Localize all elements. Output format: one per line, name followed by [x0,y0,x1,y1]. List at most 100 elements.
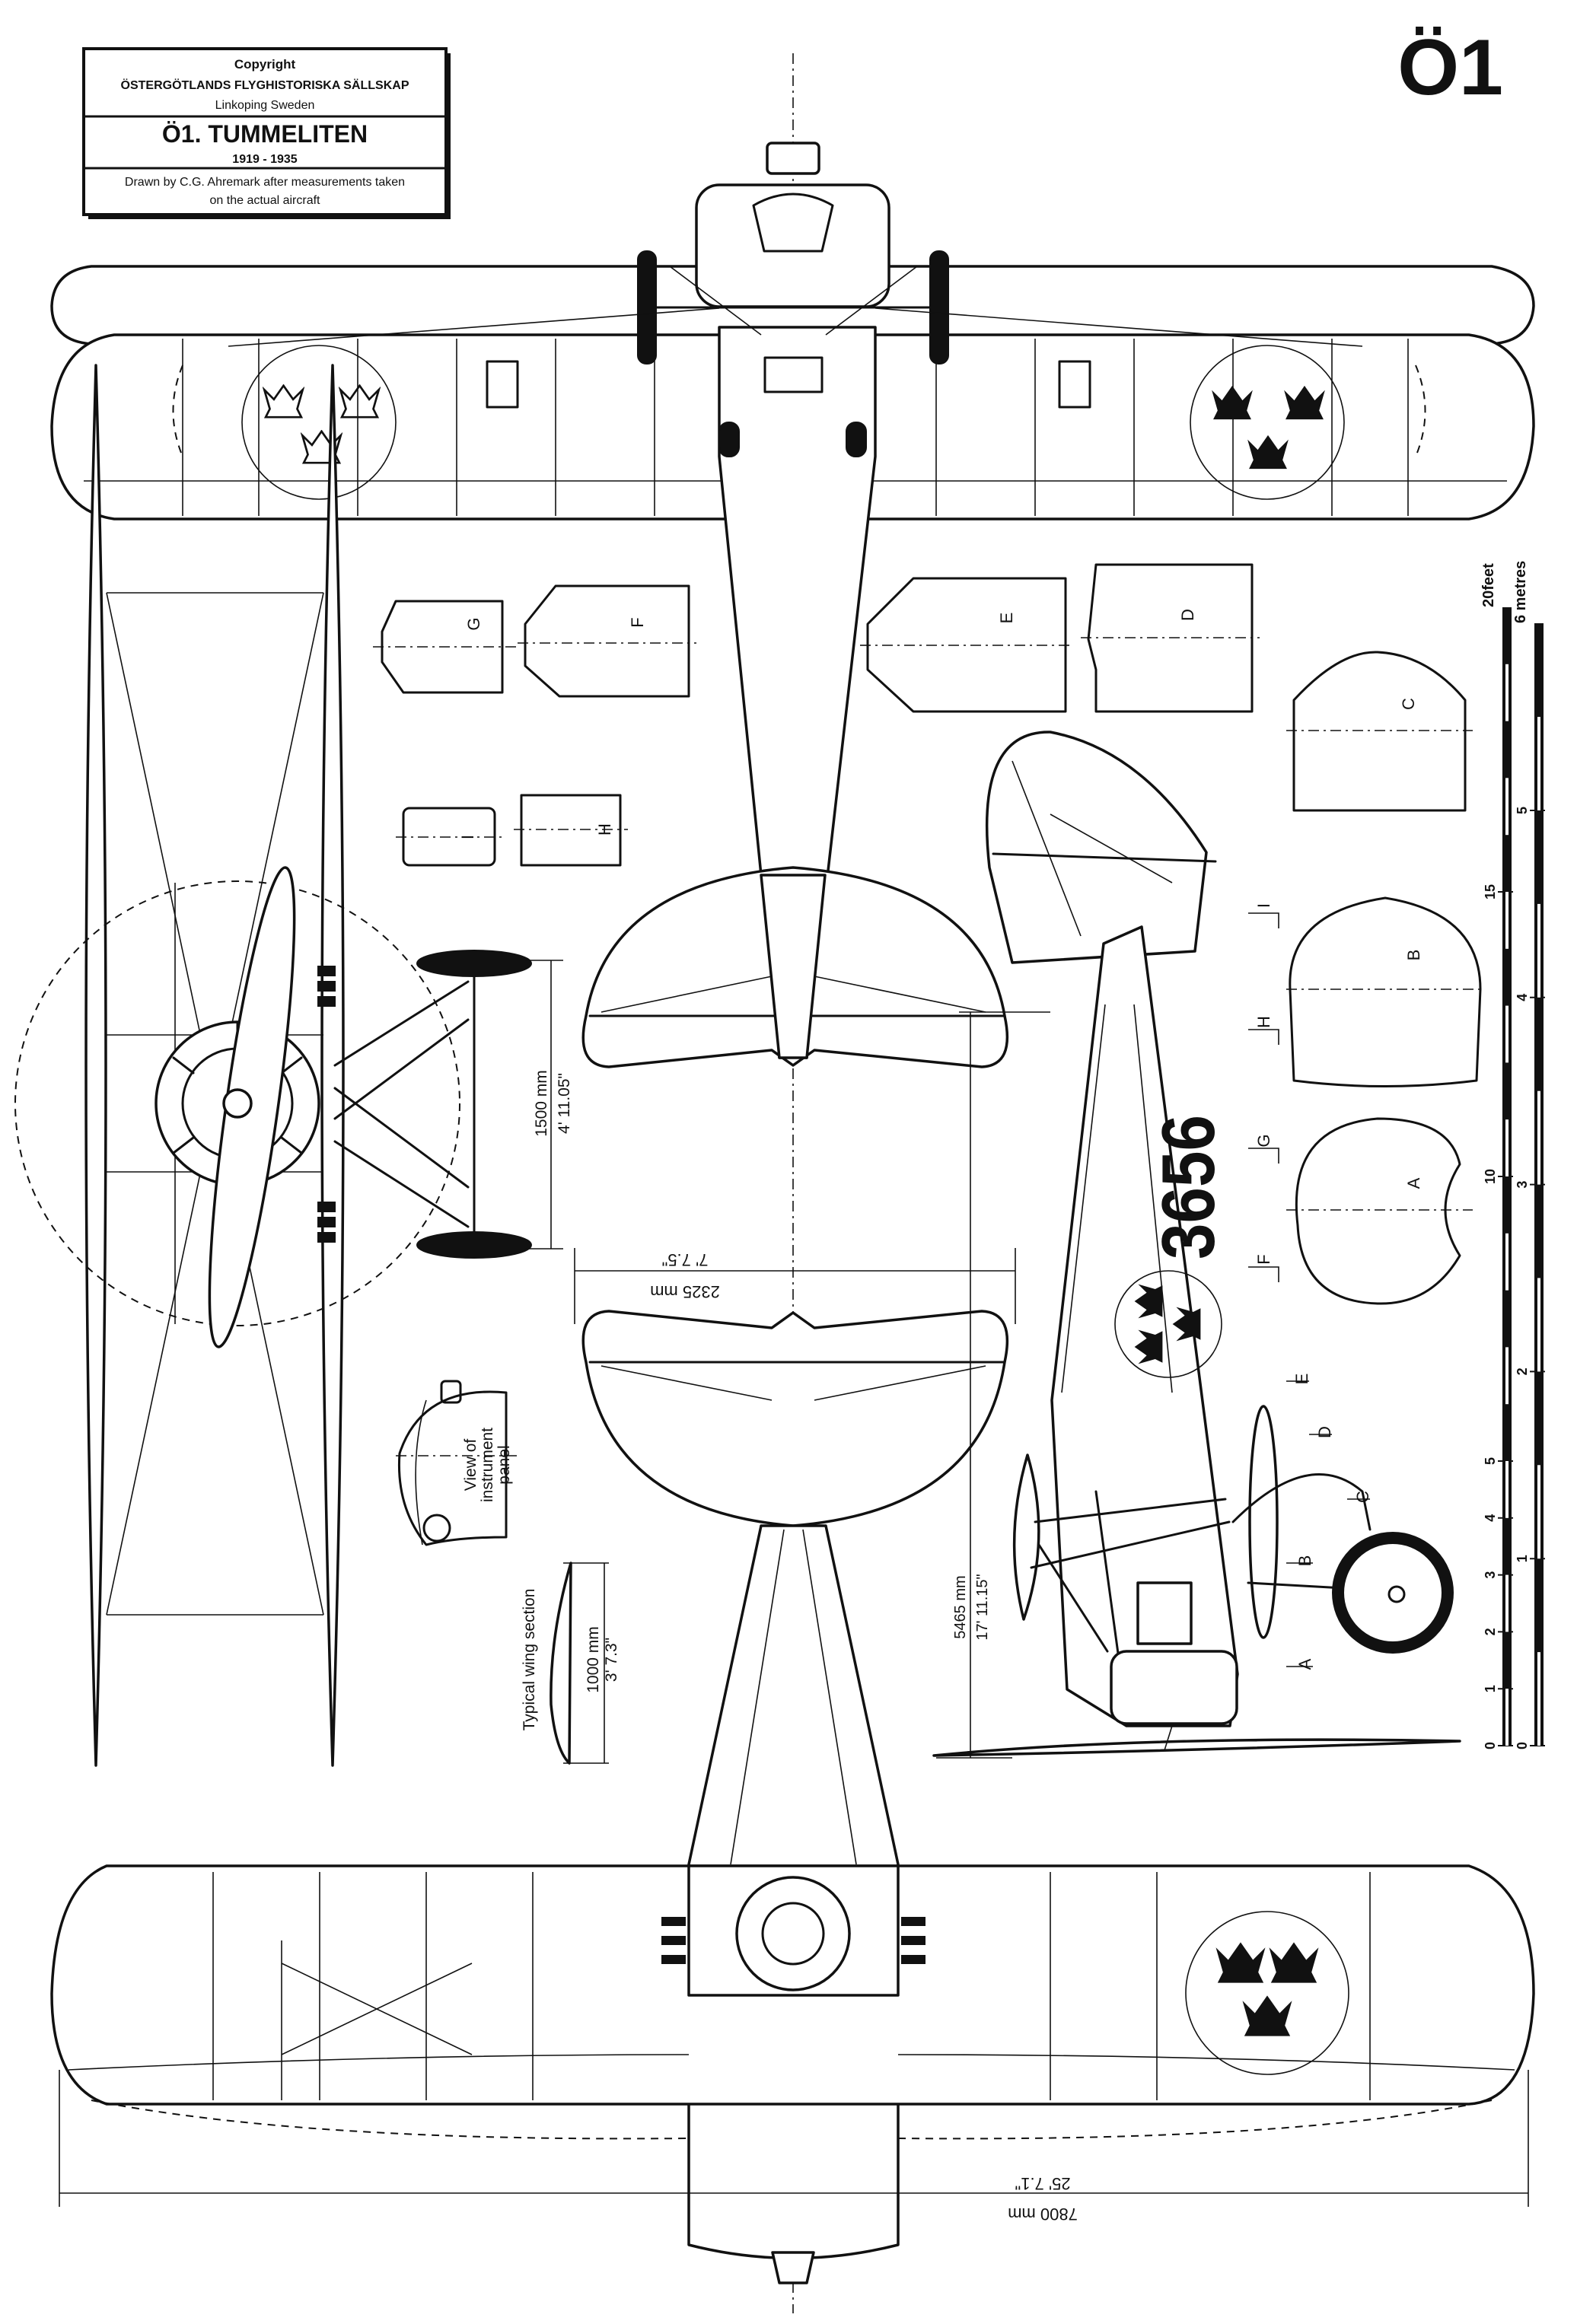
registration-number: 3656 [1146,1115,1230,1259]
side-propeller [1248,1405,1279,1639]
credit-line-1: Drawn by C.G. Ahremark after measurement… [125,176,405,189]
aileron-outline [1415,365,1426,457]
section-label-e: E [997,613,1016,624]
wing-section-view: Typical wing section 1000 mm 3' 7.3" [521,1562,620,1765]
track-mm: 1500 mm [533,1070,550,1137]
society-name: ÖSTERGÖTLANDS FLYGHISTORISKA SÄLLSKAP [121,78,409,92]
length-dimension: 5465 mm 17' 11.15" [936,1011,1050,1759]
service-years: 1919 - 1935 [232,153,298,166]
wing-ribs-underside [212,1872,1371,2100]
section-a [1295,1117,1461,1305]
bracing-wires [228,266,1363,347]
chord-mm: 1000 mm [585,1626,602,1693]
side-wheel [1332,1532,1454,1654]
rudder-fin [985,731,1208,964]
metre-scale-segment [1537,1090,1540,1185]
side-roundel [1114,1270,1222,1378]
instrument-caption-3: panel [495,1445,513,1484]
metre-scale-segment [1537,717,1540,810]
stabilizer-edge [992,852,1217,863]
feet-scale-segment [1505,1119,1509,1176]
copyright-text: Copyright [234,57,296,72]
aircraft-title: Ö1. TUMMELITEN [162,120,368,148]
front-lower-wing [320,364,345,1767]
side-marker-c: C [1353,1491,1372,1503]
feet-scale-segment [1505,778,1509,836]
aileron-outline [172,365,183,457]
feet-scale-segment [1505,1347,1509,1405]
feet-ticks-label: 4 [1483,1514,1498,1522]
designation-label: Ö1 [1397,24,1503,112]
metre-ticks-label: 0 [1515,1742,1530,1749]
tailspan-inches: 7' 7.5" [662,1250,709,1269]
roundel-right [1190,345,1345,500]
side-marker-g: G [1254,1134,1273,1147]
section-c [1292,651,1467,812]
instrument-gauge-small [440,1380,462,1404]
propeller-hub [766,142,820,175]
section-b [1289,896,1482,1087]
feet-ticks-label: 3 [1483,1571,1498,1579]
metre-ticks-label: 4 [1515,994,1530,1001]
track-inches: 4' 11.05" [556,1073,573,1134]
propeller-arc [14,880,460,1326]
section-label-f: F [628,617,647,627]
engine-cowling [695,183,890,308]
front-view [14,364,532,1767]
span-dimension: 25' 7.1" 7800 mm [59,2070,1529,2224]
lower-wing-chord [932,1738,1461,1757]
fuselage-cross-sections: G F E D C B A I H [373,563,1484,1305]
length-mm: 5465 mm [952,1575,969,1638]
section-h [520,794,622,867]
exhaust-stacks [661,1917,925,1964]
span-mm: 7800 mm [1008,2205,1078,2224]
section-label-b: B [1404,950,1423,961]
engine-cowl-side [1110,1650,1238,1725]
metre-scale-segment [1537,1465,1540,1559]
side-view: 3656 [932,731,1461,1757]
metre-ticks-label: 3 [1515,1181,1530,1189]
metre-scale-segment [1537,903,1540,998]
title-block: Copyright ÖSTERGÖTLANDS FLYGHISTORISKA S… [82,47,451,219]
gear-leg-outline [1231,1473,1372,1531]
section-label-d: D [1178,609,1197,621]
metre-ticks-label: 5 [1515,807,1530,814]
fuselage-tail-top [760,874,827,1059]
side-marker-f: F [1254,1254,1273,1264]
feet-ticks-label: 15 [1483,884,1498,899]
wing-profile [550,1562,572,1765]
tailplane-bottom [581,1310,1009,1527]
tailspan-mm: 2325 mm [650,1282,720,1301]
section-label-a: A [1404,1177,1423,1189]
section-label-g: G [464,617,483,630]
upper-wing-outline-hidden [91,2100,1493,2140]
feet-ticks-label: 0 [1483,1742,1498,1749]
feet-scale-segment [1505,1574,1509,1632]
tailspan-dimension: 7' 7.5" 2325 mm [574,1248,1016,1324]
instrument-caption-1: View of [462,1439,479,1491]
side-marker-d: D [1315,1426,1334,1438]
section-f [524,584,690,698]
tailplane-top [581,866,1009,1068]
engine-front [735,1876,851,1991]
metre-ticks-label: 2 [1515,1367,1530,1375]
aileron-hinge-plate [1058,360,1091,409]
front-upper-wing [84,364,107,1767]
front-wheel-left [416,950,532,977]
roundel-left [241,345,397,500]
aileron-hinge-plate [486,360,519,409]
credit-line-2: on the actual aircraft [210,194,321,207]
engine-cylinders [752,193,834,253]
plan-view-top [50,142,1535,1059]
length-inches: 17' 11.15" [974,1574,991,1640]
instrument-caption-2: instrument [479,1428,496,1502]
section-d [1087,563,1254,713]
exhaust-right [846,422,867,457]
feet-ticks-label: 5 [1483,1457,1498,1465]
cabane-struts [1030,1490,1231,1660]
section-g [381,600,504,694]
side-access-panel [1136,1581,1193,1645]
wing-section-caption: Typical wing section [521,1589,538,1731]
plan-view-bottom [50,1524,1535,2284]
